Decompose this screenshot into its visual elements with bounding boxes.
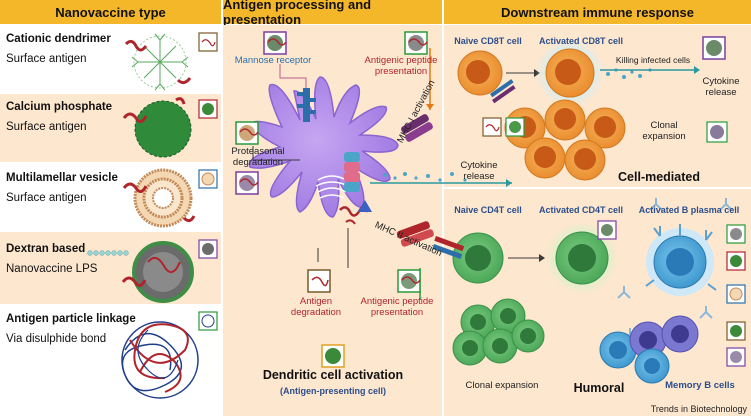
activated-cd4-label: Activated CD4T cell xyxy=(538,205,624,215)
naive-cd4-cell xyxy=(432,232,504,284)
memory-b-cells xyxy=(599,315,699,384)
antigen-icons-right-bottom xyxy=(597,220,746,367)
multilamellar-vesicle xyxy=(122,168,196,228)
mannose-receptor xyxy=(279,64,316,122)
mannose-receptor-label: Mannose receptor xyxy=(234,55,312,66)
dendrimer-particle xyxy=(124,33,192,91)
naive-cd8-label: Naive CD8T cell xyxy=(454,36,522,46)
antigen-icons-middle xyxy=(235,31,428,368)
infected-cell-icon xyxy=(702,36,726,60)
cytokine-release-right-label: Cytokine release xyxy=(702,76,740,98)
antigen-icons-left xyxy=(198,32,218,331)
humoral-label: Humoral xyxy=(573,381,625,395)
header-downstream-response: Downstream immune response xyxy=(444,0,751,24)
activated-b-plasma-cell xyxy=(645,224,717,296)
nanovaccine-subtitle-3: Surface antigen xyxy=(6,192,87,204)
header-nanovaccine-type: Nanovaccine type xyxy=(0,0,221,24)
antigenic-peptide-top-label: Antigenic peptide presentation xyxy=(364,55,438,77)
antigen-degradation-label: Antigen degradation xyxy=(290,296,342,318)
memory-b-label: Memory B cells xyxy=(665,380,735,391)
nanovaccine-title-3: Multilamellar vesicle xyxy=(6,172,118,184)
apc-label: (Antigen-presenting cell) xyxy=(279,386,386,396)
cd8-clonal-expansion xyxy=(504,99,626,181)
clonal-expansion-bottom-label: Clonal expansion xyxy=(465,380,539,391)
activated-b-plasma-label: Activated B plasma cell xyxy=(638,205,740,215)
header-antigen-processing: Antigen processing and presentation xyxy=(223,0,442,27)
dc-activation-label: Dendritic cell activation xyxy=(262,368,404,382)
cell-mediated-label: Cell-mediated xyxy=(618,170,700,184)
nanovaccine-title-1: Cationic dendrimer xyxy=(6,33,111,45)
antigen-icons-right-top xyxy=(482,117,728,143)
antigen-linkage-particle xyxy=(121,321,199,399)
clonal-expansion-top-label: Clonal expansion xyxy=(642,120,686,142)
row-bg-linkage xyxy=(0,305,221,416)
activated-cd4-cell xyxy=(546,222,618,294)
source-credit: Trends in Biotechnology xyxy=(650,404,747,414)
dendritic-cell xyxy=(248,76,399,225)
cytokine-release-left-label: Cytokine release xyxy=(460,160,498,182)
activated-cd8-label: Activated CD8T cell xyxy=(538,36,624,46)
naive-cd8-cell xyxy=(457,50,516,104)
proteasomal-degradation-label: Proteasomal degradation xyxy=(231,146,285,168)
dextran-particle xyxy=(87,241,194,303)
activated-cd8-cell xyxy=(536,39,604,107)
nanovaccine-title-4: Dextran based xyxy=(6,243,86,255)
nanovaccine-subtitle-1: Surface antigen xyxy=(6,53,87,65)
calcium-phosphate-particle xyxy=(122,97,192,158)
nanovaccine-title-2: Calcium phosphate xyxy=(6,101,113,113)
antigenic-peptide-bottom-label: Antigenic peptide presentation xyxy=(360,296,434,318)
cd4-clonal-expansion xyxy=(452,298,545,366)
mhc-receptors xyxy=(396,114,434,247)
nanovaccine-subtitle-2: Surface antigen xyxy=(6,121,87,133)
naive-cd4-label: Naive CD4T cell xyxy=(454,205,522,215)
killing-infected-label: Killing infected cells xyxy=(615,55,691,65)
nanovaccine-title-5: Antigen particle linkage xyxy=(6,313,136,325)
nanovaccine-subtitle-5: Via disulphide bond xyxy=(6,333,107,345)
nanovaccine-subtitle-4: Nanovaccine LPS xyxy=(6,263,98,275)
